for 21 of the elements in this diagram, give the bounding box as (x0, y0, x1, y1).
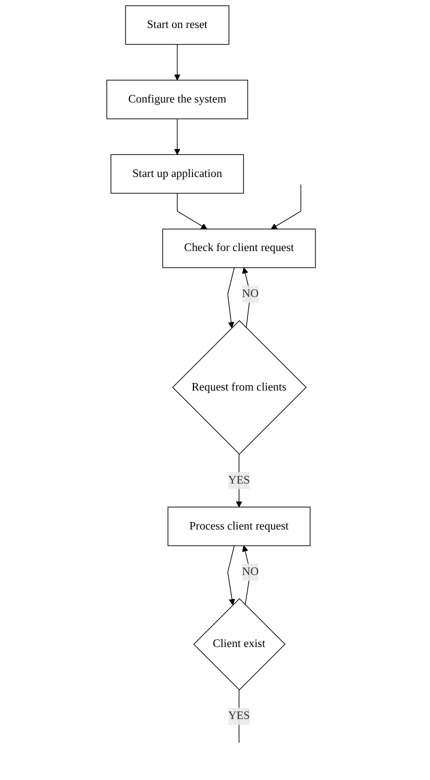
node-box: Process client request (168, 506, 311, 546)
arrow (236, 454, 243, 508)
node-box: Configure the system (106, 80, 249, 120)
connector (239, 689, 240, 744)
node-box: Start on reset (126, 5, 230, 45)
arrow (271, 184, 302, 230)
arrow (177, 192, 208, 230)
arrow (228, 267, 236, 328)
edge-label: YES (228, 474, 250, 486)
node-diamond: Request from clients (172, 320, 308, 455)
arrow (228, 545, 236, 606)
arrow (242, 267, 252, 328)
arrow (242, 545, 252, 606)
node-box: Start up application (111, 154, 244, 194)
node-box: Check for client request (162, 228, 316, 268)
arrow (174, 44, 181, 80)
node-diamond: Client exist (194, 598, 286, 690)
arrow (174, 118, 181, 155)
edge-label: NO (242, 566, 260, 578)
edge-label: NO (242, 288, 260, 300)
edge-label: YES (228, 710, 250, 722)
